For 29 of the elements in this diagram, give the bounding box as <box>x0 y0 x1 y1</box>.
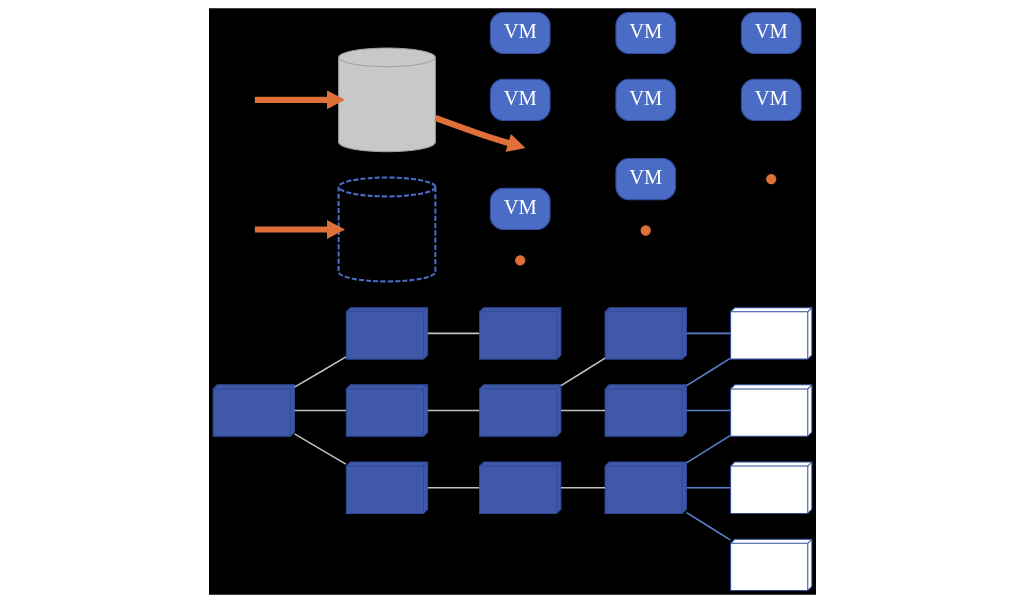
node-circle <box>765 173 776 185</box>
node-box: VM <box>489 78 551 121</box>
arrow <box>433 115 525 152</box>
connector <box>685 511 731 541</box>
node-circle <box>640 225 651 236</box>
connector <box>293 356 347 388</box>
connector <box>685 486 731 489</box>
node-box: VM <box>740 78 802 121</box>
connector <box>293 433 347 465</box>
connector <box>685 409 731 412</box>
connector <box>559 486 606 489</box>
connector <box>426 332 480 335</box>
connector <box>426 409 480 412</box>
node-box: VM <box>740 11 802 55</box>
connector <box>685 434 731 464</box>
node-box: VM <box>614 11 676 55</box>
node-box: VM <box>614 157 676 201</box>
connector <box>685 332 731 335</box>
connector <box>426 486 480 489</box>
arrow <box>254 220 345 239</box>
node-circle <box>514 255 525 266</box>
node-box: VM <box>614 78 676 121</box>
arrow <box>254 90 345 110</box>
connector <box>559 357 606 387</box>
node-box: VM <box>489 187 551 230</box>
node-box: VM <box>489 11 551 55</box>
connector <box>685 357 731 387</box>
connector <box>293 409 347 412</box>
connector <box>559 409 606 412</box>
